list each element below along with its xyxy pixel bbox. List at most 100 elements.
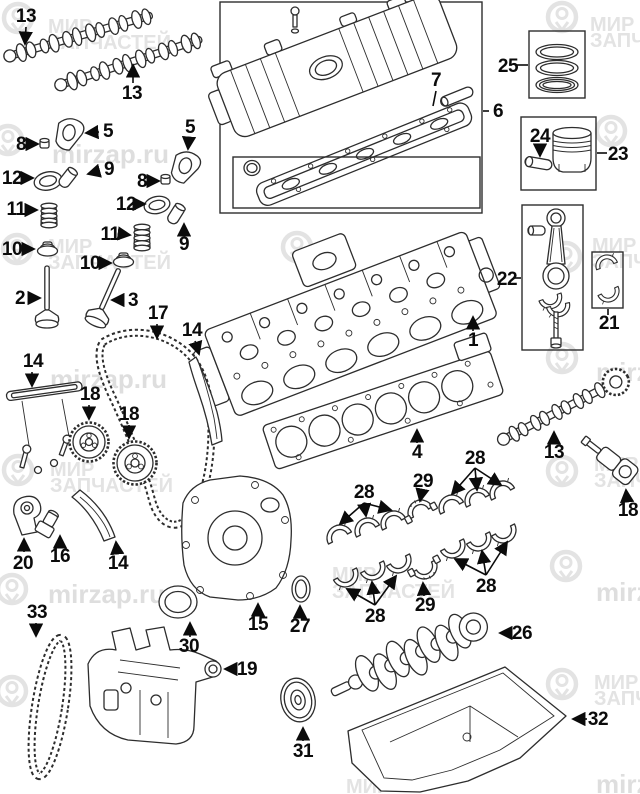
callout-label: 23	[608, 144, 628, 165]
callout-guide-right: 14	[182, 320, 203, 356]
callout-label: 29	[413, 471, 433, 492]
callout-label: 14	[182, 320, 203, 341]
callout-cap-1: 8	[16, 134, 40, 155]
callout-oil-pan: 32	[571, 709, 609, 730]
callout-sprocket-1: 18	[80, 384, 101, 421]
piston-rings-box	[528, 30, 586, 99]
callout-spring-1: 11	[6, 199, 39, 220]
callout-piston: 23	[597, 144, 629, 165]
tappet-1	[58, 166, 79, 188]
timing-cover	[181, 475, 292, 601]
callout-label: 12	[116, 194, 136, 215]
watermark-brand: ЗАПЧАСТЕЙ	[50, 473, 173, 497]
callout-main-bearings-lower-left: 28	[345, 574, 398, 627]
watermark-brand: МИР	[594, 672, 638, 694]
vvt-actuator	[580, 435, 639, 486]
callout-piston-rings: 25	[498, 56, 528, 77]
callout-label: 14	[108, 553, 129, 574]
piston-rings	[535, 43, 579, 94]
watermark-logo	[0, 575, 26, 603]
callout-cap-2: 8	[137, 171, 161, 192]
callout-label: 3	[128, 290, 138, 311]
callout-crank-seal: 30	[179, 621, 200, 657]
callout-cylinder-head: 1	[465, 315, 481, 351]
callout-label: 14	[23, 351, 44, 372]
gasket-end-tube	[439, 86, 474, 107]
connecting-rod	[527, 208, 573, 349]
valve-lash-cap-2	[160, 173, 171, 185]
callout-camshaft-3: 13	[544, 430, 565, 463]
callout-label: 28	[365, 606, 385, 627]
callout-label: 21	[599, 313, 620, 334]
watermark-brand: МИР	[48, 236, 92, 258]
callout-piston-pin: 24	[530, 126, 551, 158]
camshaft-1	[3, 8, 154, 63]
callout-intake-valve: 2	[15, 288, 42, 309]
callout-label: 4	[412, 442, 423, 463]
callout-sprocket-2: 18	[119, 404, 140, 440]
oil-pump-chain	[27, 633, 73, 781]
callout-exhaust-valve: 3	[110, 290, 139, 311]
intake-valve	[34, 265, 60, 329]
callout-crank-pulley: 31	[293, 726, 314, 762]
callout-guide-left: 14	[23, 351, 44, 388]
callout-label: 6	[493, 101, 503, 122]
callout-label: 13	[122, 83, 142, 104]
callout-label: 26	[512, 623, 532, 644]
tensioner-arm	[13, 495, 42, 536]
callout-label: 11	[6, 199, 26, 220]
callout-crankshaft: 26	[498, 623, 533, 644]
vvt-sprocket-2	[112, 440, 158, 486]
watermark-logo	[597, 117, 625, 145]
piston-box	[520, 116, 597, 191]
front-seal	[291, 575, 311, 603]
callout-retainer-1: 10	[2, 239, 36, 260]
callout-thrust-upper: 29	[413, 471, 434, 503]
callout-label: 32	[588, 709, 608, 730]
callout-head-gasket: 4	[409, 428, 425, 463]
callout-oil-pump: 19	[223, 659, 258, 680]
rod-bearings-box	[591, 251, 624, 309]
watermark-url: mirzap.ru	[596, 769, 640, 794]
callout-label: 18	[80, 384, 100, 405]
crank-seal	[158, 585, 198, 619]
spring-retainer-1	[36, 241, 59, 257]
callout-label: 5	[103, 121, 114, 142]
callout-label: 7	[431, 70, 441, 91]
callout-camshaft-1: 13	[16, 6, 37, 46]
callout-seal-2: 12	[116, 194, 147, 215]
callout-tappet-1: 9	[86, 159, 115, 180]
gasket-seal-ring	[243, 159, 261, 177]
callout-label: 27	[290, 616, 310, 637]
callout-label: 10	[2, 239, 22, 260]
seal-ring-2	[143, 195, 171, 215]
guide-rail-lower	[71, 489, 116, 542]
callout-spring-2: 11	[100, 224, 132, 245]
callout-label: 33	[27, 602, 47, 623]
callout-tensioner-arm: 20	[13, 537, 34, 574]
callout-label: 2	[15, 288, 25, 309]
callout-rod-bearings: 21	[599, 309, 620, 334]
oil-pump	[87, 626, 222, 745]
callout-label: 24	[530, 126, 551, 147]
callout-guide-lower: 14	[108, 540, 129, 574]
callout-label: 9	[104, 159, 114, 180]
cover-bolt	[290, 6, 300, 34]
callout-chain-tensioner: 16	[50, 534, 71, 567]
callout-label: 17	[148, 303, 168, 324]
valve-cover	[207, 0, 458, 138]
callout-label: 18	[618, 500, 638, 521]
callout-label: 15	[248, 614, 269, 635]
callout-label: 25	[498, 56, 519, 77]
callout-rocker-2: 5	[181, 117, 196, 151]
watermark-logo	[0, 677, 26, 705]
watermark-brand: ЗАПЧАСТЕЙ	[594, 686, 640, 710]
valve-cover-gasket	[255, 102, 473, 206]
cylinder-head	[192, 231, 501, 416]
tappet-2	[167, 202, 186, 225]
crank-pulley	[280, 677, 316, 723]
callout-label: 29	[415, 595, 435, 616]
rod-bearing-lower	[597, 285, 624, 307]
callout-oil-pump-chain: 33	[27, 602, 48, 638]
